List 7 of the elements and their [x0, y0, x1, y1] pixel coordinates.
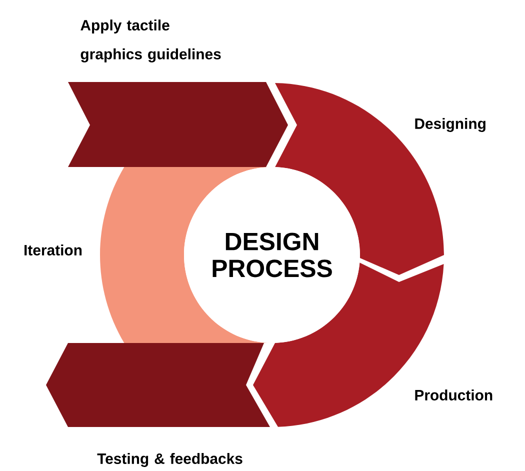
- chevron-band: [68, 82, 288, 167]
- step-label: Designing: [415, 118, 486, 132]
- step-label: Apply tactile graphics guidelines: [80, 20, 221, 62]
- step-label: Production: [415, 390, 492, 400]
- step-label: Iteration: [24, 244, 82, 256]
- chevron-band: [46, 342, 270, 427]
- step-label: Testing & feedbacks: [97, 452, 242, 467]
